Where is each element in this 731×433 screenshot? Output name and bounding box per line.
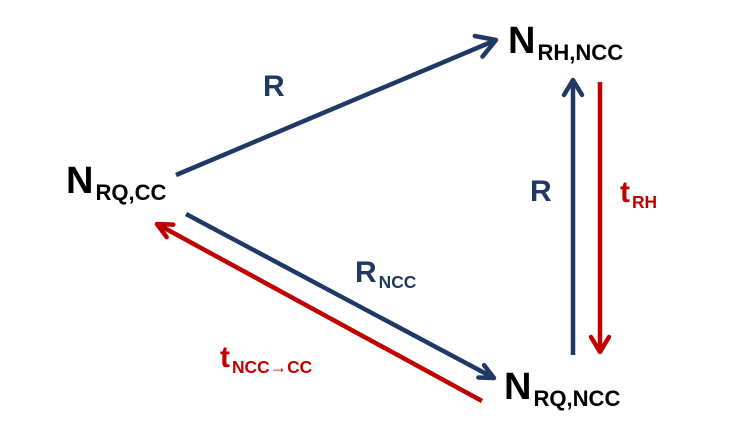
node-rq-cc: NRQ,CC bbox=[66, 160, 166, 204]
node-rh-ncc-sub: RH,NCC bbox=[537, 40, 624, 66]
label-rate-r-right: R bbox=[530, 177, 552, 207]
label-rate-r-ncc-main: R bbox=[355, 256, 377, 289]
arrow-rq-ncc-to-rq-cc bbox=[154, 221, 484, 403]
label-rate-r-top: R bbox=[263, 72, 285, 102]
node-rq-ncc-sub: RQ,NCC bbox=[533, 386, 621, 412]
label-rate-r-top-main: R bbox=[263, 70, 285, 103]
label-time-t-ncc-cc-main: t bbox=[220, 341, 230, 374]
label-rate-r-ncc-sub: NCC bbox=[378, 271, 417, 292]
node-rq-ncc-main: N bbox=[504, 366, 532, 408]
arrow-rq-cc-to-rq-ncc bbox=[184, 212, 497, 381]
arrow-rh-ncc-to-rq-ncc bbox=[588, 82, 612, 355]
node-rq-cc-sub: RQ,CC bbox=[95, 180, 167, 206]
label-rate-r-right-main: R bbox=[530, 175, 552, 208]
arrow-rq-cc-to-rh-ncc bbox=[175, 33, 499, 178]
node-rq-ncc: NRQ,NCC bbox=[504, 366, 620, 410]
label-time-t-rh-sub: RH bbox=[632, 191, 658, 212]
node-rh-ncc-main: N bbox=[508, 20, 536, 62]
arrow-rq-ncc-to-rh-ncc bbox=[561, 77, 585, 355]
node-rq-cc-main: N bbox=[66, 160, 94, 202]
label-time-t-rh-main: t bbox=[620, 176, 630, 209]
node-rh-ncc: NRH,NCC bbox=[508, 20, 623, 64]
label-time-t-ncc-cc-sub: NCC→CC bbox=[232, 356, 313, 377]
